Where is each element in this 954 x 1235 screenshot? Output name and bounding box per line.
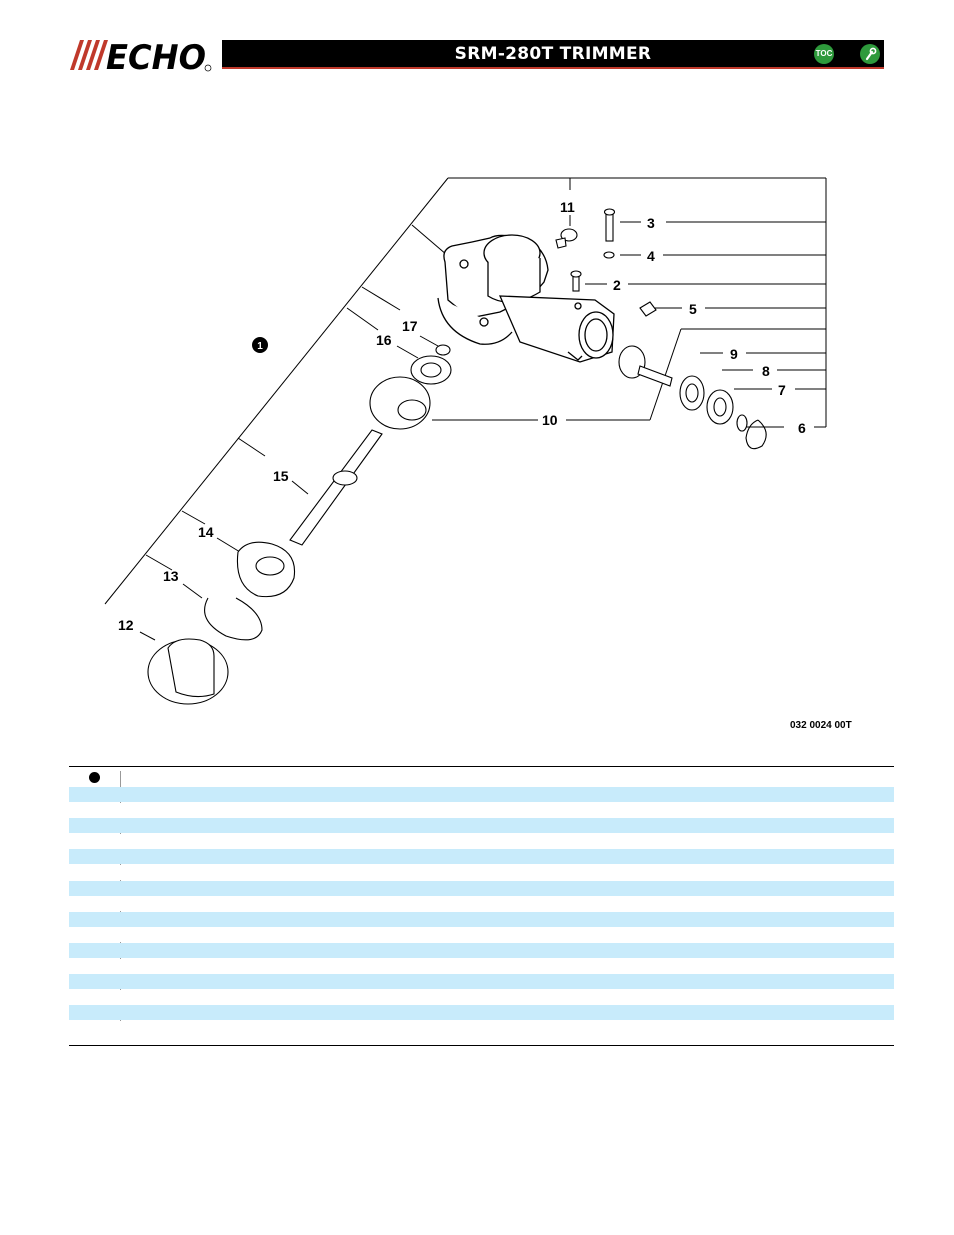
table-row <box>69 911 894 927</box>
callout-6: 6 <box>798 420 806 436</box>
table-row <box>69 802 894 818</box>
callout-2: 2 <box>613 277 621 293</box>
table-row <box>69 1021 894 1036</box>
callout-13: 13 <box>163 568 179 584</box>
table-row <box>69 943 894 958</box>
table-row <box>69 989 894 1005</box>
table-row <box>69 833 894 849</box>
callout-16: 16 <box>376 332 392 348</box>
assembly-callout: 1 <box>252 337 268 353</box>
wrench-icon <box>865 47 877 61</box>
table-row <box>69 865 894 880</box>
callout-5: 5 <box>689 301 697 317</box>
callout-8: 8 <box>762 363 770 379</box>
table-row <box>69 974 894 990</box>
diagram-code: 032 0024 00T <box>790 720 852 731</box>
callout-3: 3 <box>647 215 655 231</box>
callout-12: 12 <box>118 617 134 633</box>
svg-text:ECHO: ECHO <box>106 38 206 72</box>
wrench-button[interactable] <box>860 44 880 64</box>
page-title: SRM-280T TRIMMER <box>454 44 652 64</box>
toc-button[interactable]: TOC <box>814 44 834 64</box>
svg-text:1: 1 <box>257 341 263 352</box>
table-row <box>69 1005 894 1021</box>
callout-17: 17 <box>402 318 418 334</box>
callout-4: 4 <box>647 248 655 264</box>
callout-9: 9 <box>730 346 738 362</box>
parts-table <box>69 766 894 1046</box>
table-row <box>69 896 894 912</box>
filled-circle-icon <box>89 772 100 783</box>
exploded-parts-diagram: 11 3 4 2 5 9 8 7 6 10 17 16 15 14 13 12 … <box>104 177 827 705</box>
table-row <box>69 958 894 974</box>
table-row <box>69 849 894 865</box>
callout-15: 15 <box>273 468 289 484</box>
table-row <box>69 880 894 896</box>
table-row <box>69 787 894 802</box>
echo-logo: ECHO <box>70 38 212 72</box>
table-row <box>69 818 894 834</box>
callout-7: 7 <box>778 382 786 398</box>
header-bar: SRM-280T TRIMMER TOC <box>222 40 884 69</box>
callout-14: 14 <box>198 524 214 540</box>
table-row <box>69 927 894 943</box>
callout-11: 11 <box>560 199 575 215</box>
callout-10: 10 <box>542 412 558 428</box>
